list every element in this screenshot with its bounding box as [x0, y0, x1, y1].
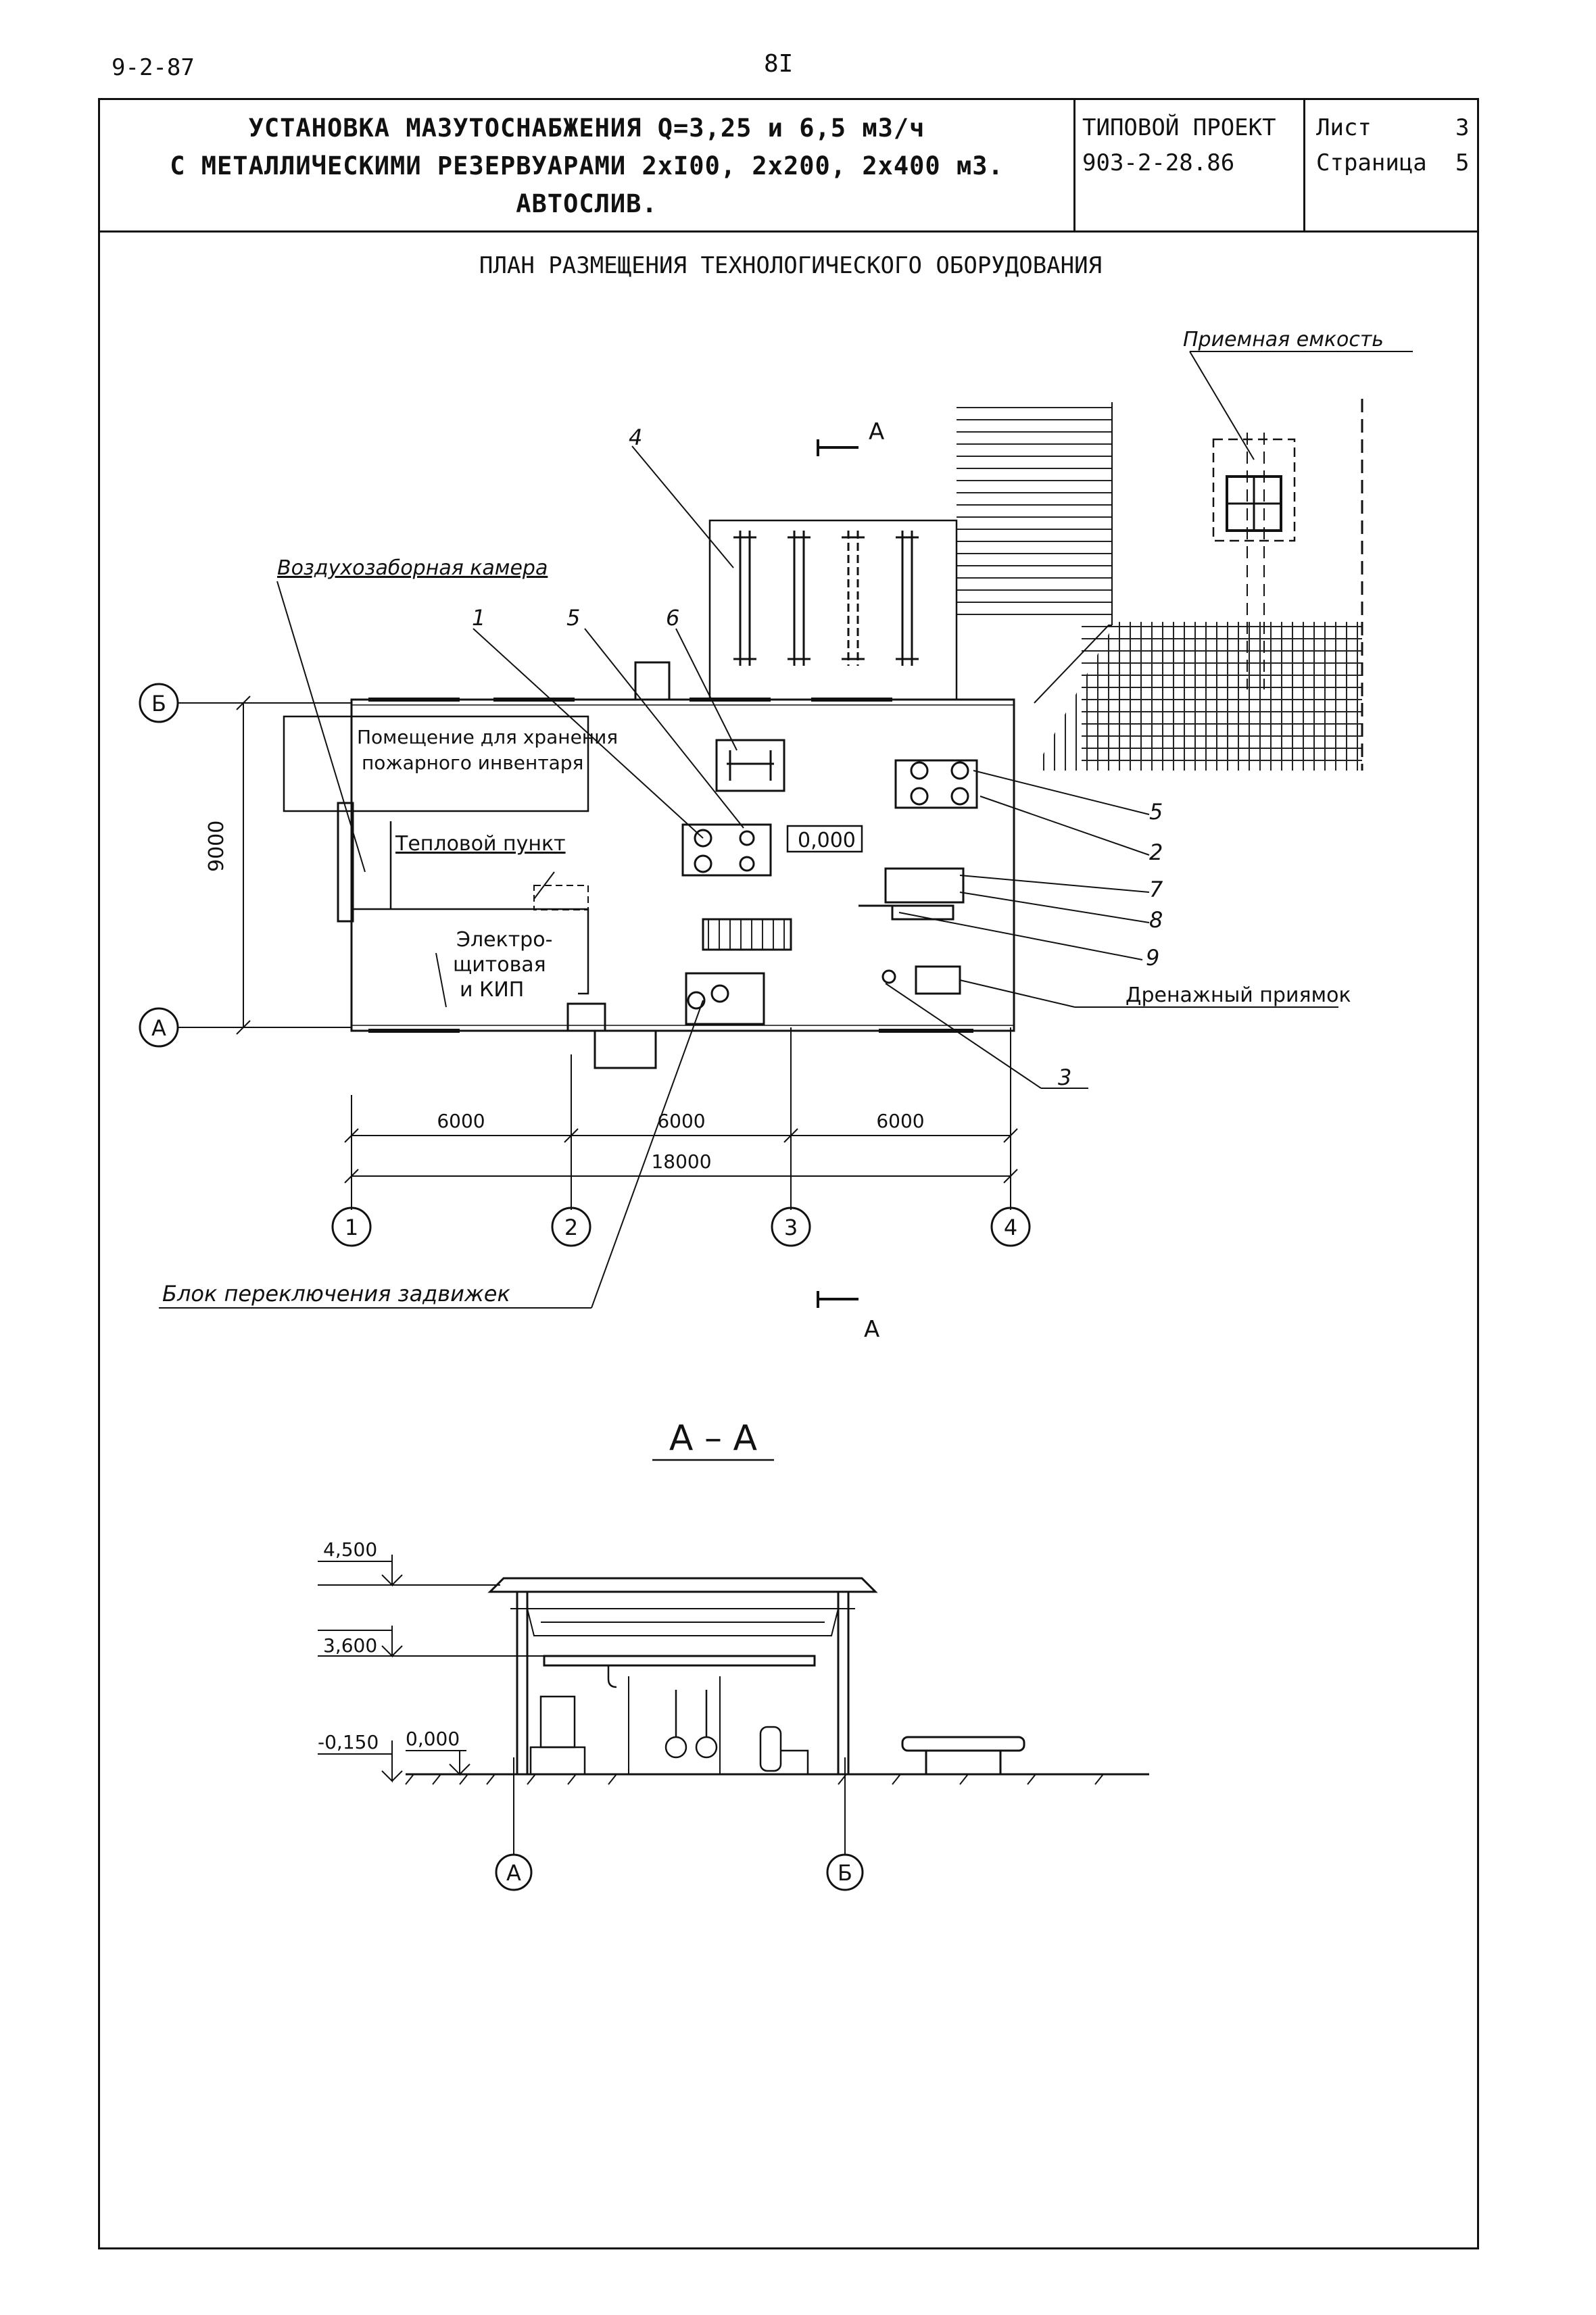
label-heat-point: Тепловой пункт [395, 832, 566, 856]
callout-4: 4 [629, 424, 642, 450]
page-number: 8I [764, 50, 794, 78]
title-line-3: АВТОСЛИВ. [516, 189, 658, 218]
label-receiving-tank: Приемная емкость [1183, 328, 1384, 351]
sheet-cell: Лист 3 Страница 5 [1303, 100, 1481, 230]
callout-5b: 5 [1149, 799, 1163, 825]
section-axis-b: Б [838, 1860, 852, 1886]
axis-row-b: Б [151, 691, 166, 716]
callout-7: 7 [1149, 877, 1163, 902]
label-elevation-plan: 0,000 [798, 829, 856, 852]
page-value: 5 [1455, 149, 1470, 176]
dim-vertical: 9000 [205, 821, 228, 872]
label-electrical-1: Электро- [456, 928, 552, 952]
title-line-1: УСТАНОВКА МАЗУТОСНАБЖЕНИЯ Q=3,25 и 6,5 м… [248, 114, 925, 143]
axis-col-4: 4 [1004, 1215, 1017, 1240]
callout-1: 1 [472, 605, 485, 631]
dim-span-1: 6000 [437, 1110, 485, 1132]
label-valve-block: Блок переключения задвижек [162, 1281, 510, 1307]
callout-3: 3 [1058, 1065, 1071, 1090]
section-axis-a: А [506, 1860, 521, 1886]
callout-6: 6 [666, 605, 679, 631]
level-0000: 0,000 [406, 1728, 460, 1750]
label-electrical-3: и КИП [460, 978, 524, 1002]
label-fire-room-2: пожарного инвентаря [362, 752, 583, 774]
callout-2: 2 [1149, 839, 1163, 865]
level-3600: 3,600 [323, 1634, 377, 1657]
label-drain-pit: Дренажный приямок [1126, 983, 1351, 1007]
label-air-intake: Воздухозаборная камера [277, 556, 548, 580]
sheet-label: Лист [1316, 114, 1372, 141]
label-electrical-2: щитовая [453, 953, 546, 977]
project-label: ТИПОВОЙ ПРОЕКТ [1082, 114, 1276, 141]
callout-5a: 5 [566, 605, 580, 631]
callout-8: 8 [1149, 907, 1163, 933]
title-block: УСТАНОВКА МАЗУТОСНАБЖЕНИЯ Q=3,25 и 6,5 м… [100, 100, 1477, 233]
dim-span-3: 6000 [876, 1110, 924, 1132]
level-4500: 4,500 [323, 1538, 377, 1561]
title-line-2: С МЕТАЛЛИЧЕСКИМИ РЕЗЕРВУАРАМИ 2хI00, 2х2… [170, 151, 1004, 180]
dim-total: 18000 [651, 1150, 711, 1173]
section-mark-top: А [869, 418, 884, 445]
callout-9: 9 [1146, 945, 1159, 971]
drawing-frame: УСТАНОВКА МАЗУТОСНАБЖЕНИЯ Q=3,25 и 6,5 м… [98, 98, 1479, 2249]
axis-col-1: 1 [345, 1215, 358, 1240]
dim-span-2: 6000 [657, 1110, 705, 1132]
label-fire-room-1: Помещение для хранения [357, 726, 618, 748]
axis-row-a: А [151, 1015, 166, 1041]
document-code: 9-2-87 [112, 54, 195, 81]
axis-col-2: 2 [564, 1215, 578, 1240]
axis-col-3: 3 [784, 1215, 798, 1240]
page-label: Страница [1316, 149, 1427, 176]
project-cell: ТИПОВОЙ ПРОЕКТ 903-2-28.86 [1073, 100, 1303, 230]
section-mark-bottom: А [864, 1316, 879, 1343]
section-title: А – А [669, 1418, 758, 1459]
project-number: 903-2-28.86 [1082, 149, 1235, 176]
plan-title: ПЛАН РАЗМЕЩЕНИЯ ТЕХНОЛОГИЧЕСКОГО ОБОРУДО… [479, 252, 1103, 279]
level-minus-0150: -0,150 [318, 1731, 379, 1753]
sheet-value: 3 [1455, 114, 1470, 141]
